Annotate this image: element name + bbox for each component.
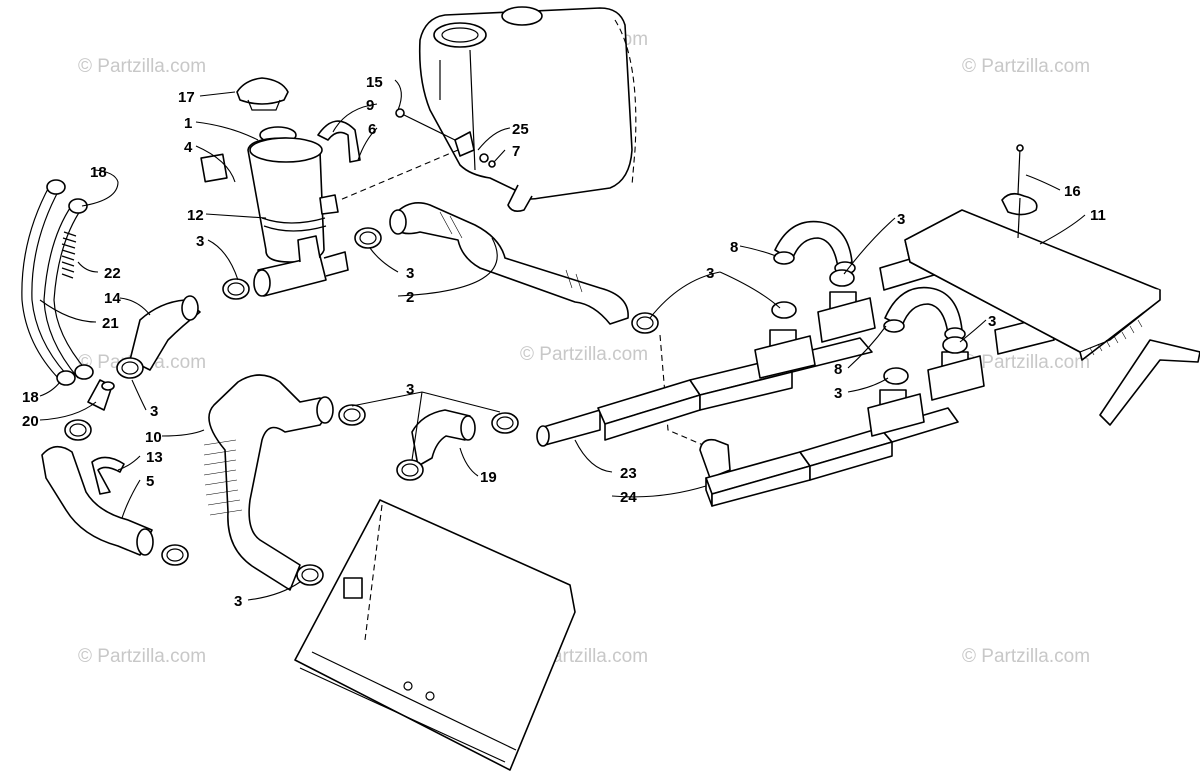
hose-clamp — [296, 564, 324, 586]
callout-21: 21 — [102, 315, 119, 332]
callout-10: 10 — [145, 429, 162, 446]
hose-clamp — [338, 404, 366, 426]
hose-clamp — [64, 419, 92, 441]
callout-24: 24 — [620, 489, 637, 506]
callout-3: 3 — [406, 381, 414, 398]
callout-5: 5 — [146, 473, 154, 490]
callout-3: 3 — [234, 593, 242, 610]
callout-3: 3 — [150, 403, 158, 420]
hose-clamp — [116, 357, 144, 379]
bracket-13 — [91, 456, 125, 495]
callout-3: 3 — [706, 265, 714, 282]
hose-clamp — [491, 412, 519, 434]
watermark: © Partzilla.com — [962, 352, 1090, 373]
callout-9: 9 — [366, 97, 374, 114]
watermark: © Partzilla.com — [962, 56, 1090, 77]
leader-lines — [39, 79, 1086, 601]
hose-upper — [389, 202, 629, 325]
callout-4: 4 — [184, 139, 193, 156]
pressure-cap — [236, 77, 289, 111]
expansion-canister — [247, 120, 361, 263]
hose-14 — [129, 295, 201, 371]
callout-3: 3 — [834, 385, 842, 402]
spring — [61, 231, 77, 279]
watermark: © Partzilla.com — [78, 56, 206, 77]
callouts: 17 1 4 12 3 15 9 6 25 7 3 2 18 22 14 21 … — [22, 74, 1106, 610]
callout-20: 20 — [22, 413, 39, 430]
callout-18: 18 — [22, 389, 39, 406]
callout-8: 8 — [730, 239, 738, 256]
elbow-hose-lower — [883, 286, 966, 341]
callout-15: 15 — [366, 74, 383, 91]
callout-8: 8 — [834, 361, 842, 378]
elbow-hose-upper — [773, 220, 856, 275]
routing-line — [339, 149, 459, 201]
tank-bracket — [395, 108, 496, 168]
plate-11 — [904, 209, 1161, 361]
callout-12: 12 — [187, 207, 204, 224]
callout-7: 7 — [512, 143, 520, 160]
routing-line — [659, 334, 711, 449]
callout-3: 3 — [406, 265, 414, 282]
hose-clamp — [222, 278, 250, 300]
callout-17: 17 — [178, 89, 195, 106]
callout-13: 13 — [146, 449, 163, 466]
callout-16: 16 — [1064, 183, 1081, 200]
callout-22: 22 — [104, 265, 121, 282]
hose-clamp — [161, 544, 189, 566]
rear-bracket — [1099, 339, 1200, 426]
callout-1: 1 — [184, 115, 192, 132]
callout-14: 14 — [104, 290, 121, 307]
hose-clamp — [354, 227, 382, 249]
hose-5 — [41, 445, 154, 556]
callout-18: 18 — [90, 164, 107, 181]
watermark: © Partzilla.com — [962, 646, 1090, 667]
hose-clamp — [771, 269, 968, 385]
hose-19 — [411, 409, 476, 467]
callout-3: 3 — [196, 233, 204, 250]
clamp-18 — [46, 179, 94, 386]
long-tubes — [21, 184, 87, 381]
hose-clamp — [631, 312, 659, 334]
heat-exchanger-24 — [699, 407, 959, 507]
fitting-20 — [87, 379, 115, 411]
hose-clamp — [396, 459, 424, 481]
watermark: © Partzilla.com — [520, 344, 648, 365]
callout-6: 6 — [368, 121, 376, 138]
decal — [200, 153, 228, 183]
plug-16 — [1001, 144, 1038, 239]
callout-3: 3 — [988, 313, 996, 330]
callout-23: 23 — [620, 465, 637, 482]
tee-fitting — [253, 235, 349, 297]
coolant-tank — [418, 6, 637, 212]
watermark: © Partzilla.com — [78, 646, 206, 667]
callout-11: 11 — [1090, 207, 1106, 224]
callout-3: 3 — [897, 211, 905, 228]
hose-10 — [203, 374, 334, 591]
lower-heat-exchanger — [294, 499, 576, 771]
callout-2: 2 — [406, 289, 414, 306]
callout-25: 25 — [512, 121, 529, 138]
callout-19: 19 — [480, 469, 497, 486]
